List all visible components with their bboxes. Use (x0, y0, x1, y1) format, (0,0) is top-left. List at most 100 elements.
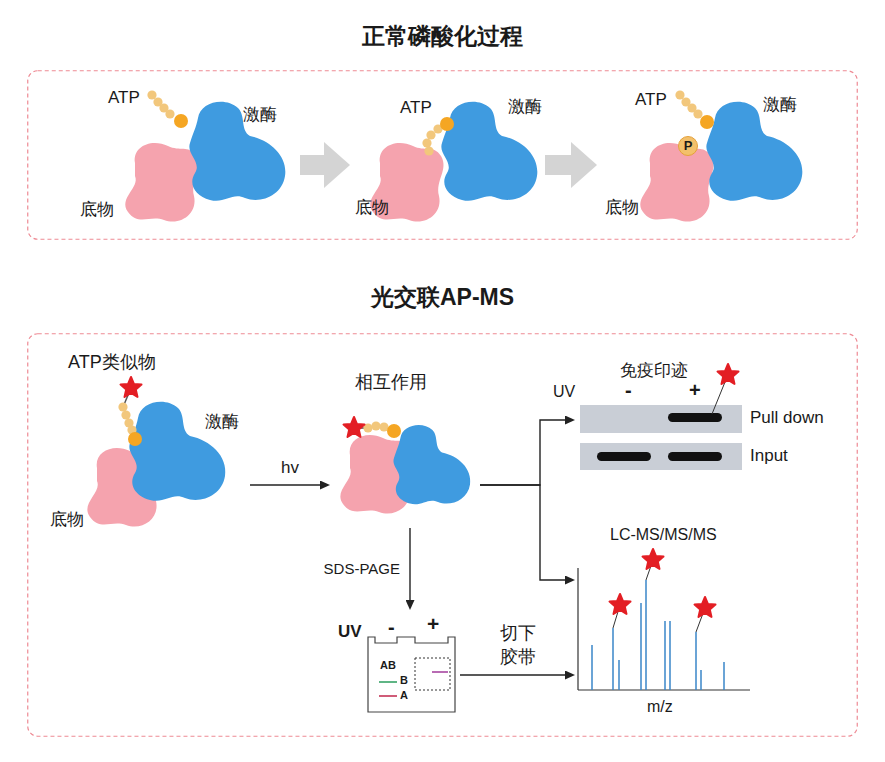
dashed-panel: 光交联AP-MSATP类似物激酶底物相互作用免疫印迹UV-+Pull downI… (27, 333, 858, 737)
condition-label: UV (553, 382, 575, 401)
component-label: 激酶 (763, 95, 797, 115)
mass-spectrum: LC-MS/MS/MS m/z (575, 525, 760, 720)
blot-band (668, 452, 722, 461)
component-label: ATP (635, 90, 667, 110)
kinase-protein (393, 425, 470, 504)
atp-phosphate (174, 114, 188, 128)
excised-region (415, 658, 450, 690)
flow-arrow (480, 485, 565, 580)
atp-phosphate (387, 424, 401, 438)
atp-phosphate (128, 432, 142, 446)
atp-bead (121, 410, 130, 419)
spectrum-peak (612, 628, 614, 690)
lane-sign: + (689, 378, 701, 402)
lane-sign: - (388, 615, 395, 639)
spectrum-peak (591, 645, 593, 690)
crosslinker-star (643, 549, 664, 569)
dashed-panel: 正常磷酸化过程ATP激酶底物ATP激酶底物ATP激酶P底物 (27, 70, 858, 240)
component-label: 底物 (605, 198, 639, 218)
component-label: ATP (108, 88, 140, 108)
phosphate-group (679, 137, 698, 156)
atp-phosphate (440, 117, 454, 131)
row-label: Pull down (750, 408, 824, 428)
substrate-protein (125, 143, 198, 222)
blot-strip (580, 443, 742, 470)
edge-label: 切下 胶带 (496, 621, 540, 670)
section-heading: 光交联AP-MS (27, 284, 858, 312)
substrate-protein (640, 143, 713, 222)
edge-label: hv (281, 457, 299, 480)
chart-title: LC-MS/MS/MS (610, 525, 717, 544)
y-axis (577, 568, 578, 690)
kinase-protein (441, 102, 537, 201)
flow-arrow (409, 528, 410, 600)
lane-sign: + (427, 611, 439, 636)
leader-line (712, 382, 725, 414)
atp-bead (165, 109, 174, 118)
component-label: 底物 (80, 200, 114, 220)
atp-bead (147, 90, 156, 99)
gel-band (379, 681, 397, 683)
spectrum-peak (645, 580, 647, 690)
probe-complex: ATP类似物激酶底物 (45, 350, 250, 540)
kinase-substrate-complex: ATP 激酶 P 底物 (597, 88, 815, 243)
gel-outline (368, 637, 455, 712)
spectrum-peak (618, 660, 620, 690)
sds-page-gel: UV - + AB BA (335, 610, 460, 715)
spectrum-peak (723, 662, 725, 690)
western-blot: 免疫印迹UV-+Pull downInput (575, 358, 840, 475)
lane-sign: - (625, 378, 632, 402)
block-arrow (300, 155, 324, 175)
flow-arrow (460, 674, 565, 675)
crosslinker-star (121, 377, 142, 397)
atp-bead (693, 109, 702, 118)
atp-bead (422, 138, 431, 147)
atp-bead (371, 421, 380, 430)
atp-bead (118, 402, 127, 411)
atp-bead (424, 146, 433, 155)
component-label: ATP (400, 98, 432, 118)
stage-heading: 相互作用 (355, 372, 427, 394)
row-label: Input (750, 446, 788, 466)
axis-label: m/z (647, 697, 673, 716)
blot-band (597, 452, 651, 461)
spectrum-peak (669, 621, 671, 690)
kinase-substrate-complex: ATP 激酶底物 (80, 88, 300, 243)
component-label: 底物 (50, 510, 84, 530)
dashed-frame (28, 334, 858, 737)
blot-band (668, 413, 722, 422)
flow-arrow (480, 420, 565, 485)
edge-label: SDS-PAGE (324, 559, 400, 579)
kinase-protein (189, 102, 285, 201)
spectrum-peak (695, 632, 697, 690)
spectrum-peak (700, 670, 702, 690)
stage-heading: ATP类似物 (68, 352, 156, 374)
kinase-protein (706, 102, 802, 201)
node-graphic (575, 525, 760, 720)
band-label: A (400, 689, 408, 702)
atp-phosphate (700, 115, 714, 129)
crosslinker-star (610, 594, 631, 614)
atp-bead (426, 130, 435, 139)
condition-label: UV (338, 622, 362, 642)
panel-heading: 免疫印迹 (620, 361, 688, 381)
phosphate-label: P (684, 138, 693, 154)
flow-arrow (250, 484, 320, 485)
component-label: 底物 (355, 198, 389, 218)
gel-band (432, 671, 448, 673)
gel-band (379, 695, 397, 697)
band-label: B (400, 674, 408, 687)
section-heading: 正常磷酸化过程 (27, 23, 858, 51)
spectrum-peak (640, 603, 642, 690)
crosslinked-complex: 相互作用 (330, 368, 480, 528)
component-label: 激酶 (243, 105, 277, 125)
block-arrow (545, 155, 571, 175)
dashed-frame (28, 71, 858, 240)
component-label: 激酶 (205, 412, 239, 432)
atp-bead (675, 90, 684, 99)
crosslinker-star (718, 364, 739, 384)
band-label: AB (380, 659, 396, 672)
component-label: 激酶 (508, 97, 542, 117)
kinase-substrate-complex: ATP 激酶底物 (350, 88, 545, 243)
